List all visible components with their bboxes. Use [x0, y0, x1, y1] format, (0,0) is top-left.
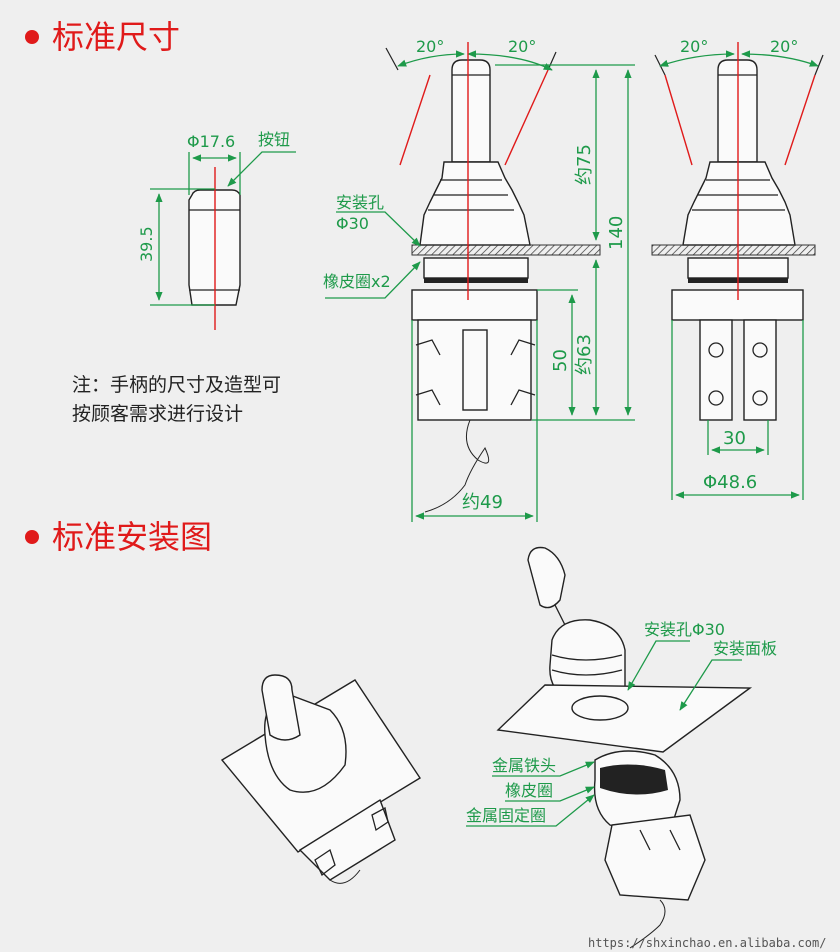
install-mount-hole-label: 安装孔Φ30: [644, 620, 725, 639]
mount-hole-label: 安装孔: [336, 193, 384, 212]
rubber-ring-label: 橡皮圈x2: [323, 272, 391, 291]
front-angle-right: 20°: [508, 37, 536, 56]
install-metal-ring-label: 金属固定圈: [466, 806, 546, 825]
side-angle-left: 20°: [680, 37, 708, 56]
exploded-joystick-illustration: 安装孔Φ30 安装面板 金属铁头 橡皮圈 金属固定圈: [466, 546, 777, 949]
mount-hole-dia-label: Φ30: [336, 214, 369, 233]
approx-63-label: 约63: [574, 334, 595, 375]
width-30-label: 30: [723, 428, 746, 449]
dia-48-6-label: Φ48.6: [703, 472, 757, 493]
side-view: 20° 20° 30 Φ48.6: [651, 37, 824, 500]
dim-50-label: 50: [550, 349, 571, 372]
install-panel-label: 安装面板: [713, 639, 777, 658]
total-height-label: 140: [606, 216, 627, 250]
section-title-dimensions: 标准尺寸: [52, 18, 180, 56]
side-angle-right: 20°: [770, 37, 798, 56]
approx-75-label: 约75: [574, 144, 595, 185]
button-view: Φ17.6 按钮 39.5: [137, 130, 296, 330]
bullet-icon: [25, 530, 39, 544]
approx-49-label: 约49: [462, 492, 503, 513]
section-title-installation: 标准安装图: [52, 518, 212, 556]
note-line-1: 注：手柄的尺寸及造型可: [72, 374, 281, 396]
note-line-2: 按顾客需求进行设计: [72, 403, 243, 425]
front-view: 20° 20° 140 约75 50 约63 约49 安装孔 Φ30 橡皮圈x: [323, 37, 635, 522]
install-rubber-ring-label: 橡皮圈: [505, 781, 553, 800]
front-angle-left: 20°: [416, 37, 444, 56]
watermark-url: https://shxinchao.en.alibaba.com/: [588, 936, 826, 950]
bullet-icon: [25, 30, 39, 44]
button-diameter-label: Φ17.6: [187, 132, 235, 151]
button-height-label: 39.5: [137, 226, 156, 262]
installed-joystick-illustration: [220, 674, 421, 884]
install-metal-head-label: 金属铁头: [492, 756, 556, 775]
button-label: 按钮: [258, 130, 290, 149]
